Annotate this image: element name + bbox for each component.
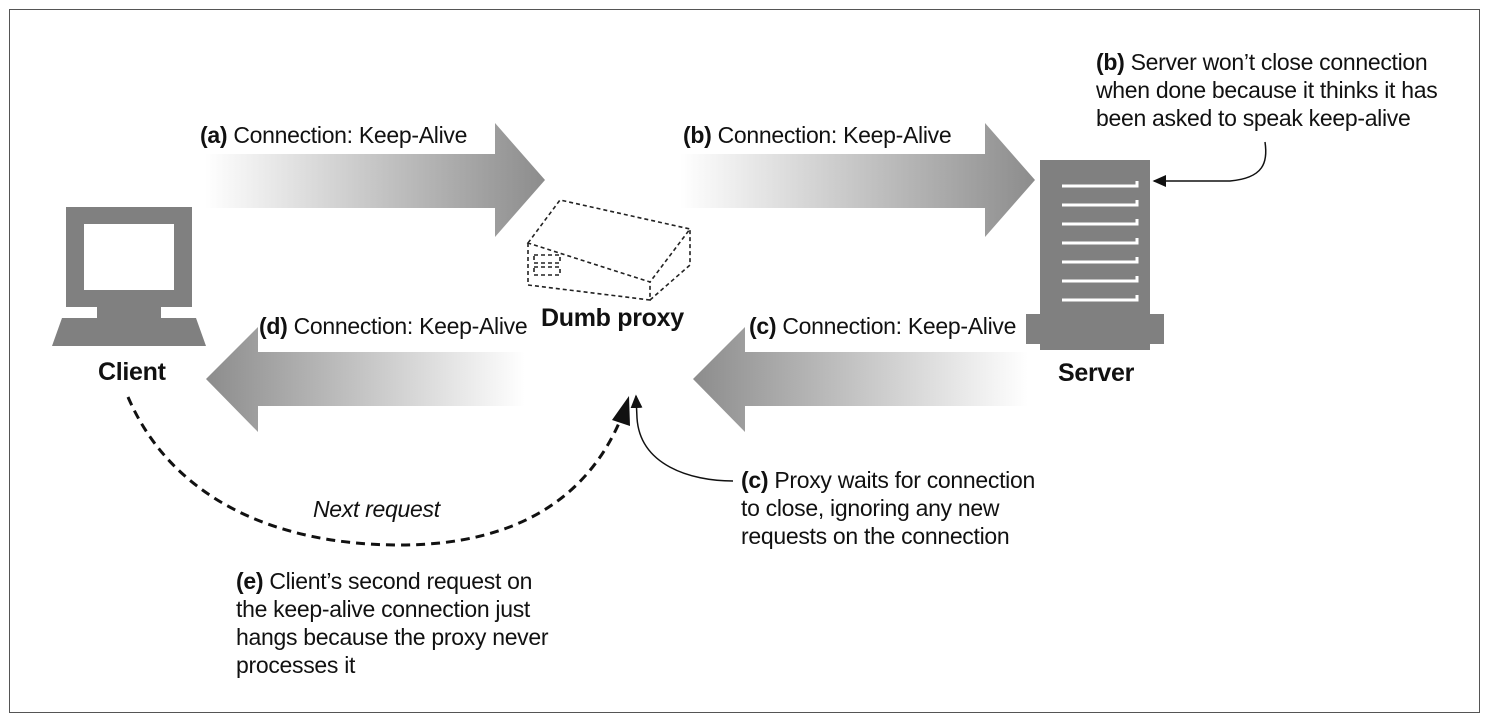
message-b-tag: (b) — [683, 122, 712, 148]
note-c-line: requests on the connection — [741, 523, 1010, 549]
callout-line-c — [630, 394, 734, 482]
proxy-label: Dumb proxy — [541, 304, 684, 332]
arrow-d-proxy-to-client — [206, 327, 525, 432]
message-a-label: (a) Connection: Keep-Alive — [200, 120, 467, 150]
proxy-box-icon — [526, 199, 692, 301]
note-e-line: hangs because the proxy never — [236, 624, 549, 650]
note-b-line: when done because it thinks it has — [1096, 77, 1438, 103]
message-d-text: Connection: Keep-Alive — [293, 313, 528, 339]
arrow-c-server-to-proxy — [693, 327, 1028, 432]
note-c: (c) Proxy waits for connection to close,… — [741, 466, 1035, 550]
message-c-label: (c) Connection: Keep-Alive — [749, 311, 1016, 341]
note-b-line: Server won’t close connection — [1130, 49, 1428, 75]
next-request-label: Next request — [313, 496, 440, 522]
message-a-tag: (a) — [200, 122, 228, 148]
message-a-text: Connection: Keep-Alive — [233, 122, 468, 148]
server-tower-icon — [1026, 160, 1164, 350]
arrow-b-proxy-to-server — [680, 123, 1035, 237]
note-e-line: Client’s second request on — [269, 568, 533, 594]
message-d-label: (d) Connection: Keep-Alive — [259, 311, 528, 341]
note-e-tag: (e) — [236, 568, 264, 594]
note-b: (b) Server won’t close connection when d… — [1096, 48, 1438, 132]
message-c-text: Connection: Keep-Alive — [782, 313, 1017, 339]
message-b-text: Connection: Keep-Alive — [717, 122, 952, 148]
client-label: Client — [98, 358, 166, 386]
message-c-tag: (c) — [749, 313, 777, 339]
client-computer-icon — [52, 207, 206, 346]
figure-frame — [9, 9, 1480, 713]
note-b-tag: (b) — [1096, 49, 1125, 75]
note-e: (e) Client’s second request on the keep-… — [236, 567, 549, 679]
note-b-line: been asked to speak keep-alive — [1096, 105, 1411, 131]
note-e-line: the keep-alive connection just — [236, 596, 531, 622]
server-label: Server — [1058, 359, 1135, 387]
note-c-line: to close, ignoring any new — [741, 495, 1000, 521]
next-request-curve — [126, 396, 624, 547]
message-b-label: (b) Connection: Keep-Alive — [683, 120, 952, 150]
message-d-tag: (d) — [259, 313, 288, 339]
note-e-line: processes it — [236, 652, 356, 678]
note-c-line: Proxy waits for connection — [774, 467, 1035, 493]
arrow-a-client-to-proxy — [205, 123, 545, 237]
note-c-tag: (c) — [741, 467, 769, 493]
next-request-arrowhead — [612, 396, 630, 426]
callout-line-b — [1152, 141, 1267, 187]
